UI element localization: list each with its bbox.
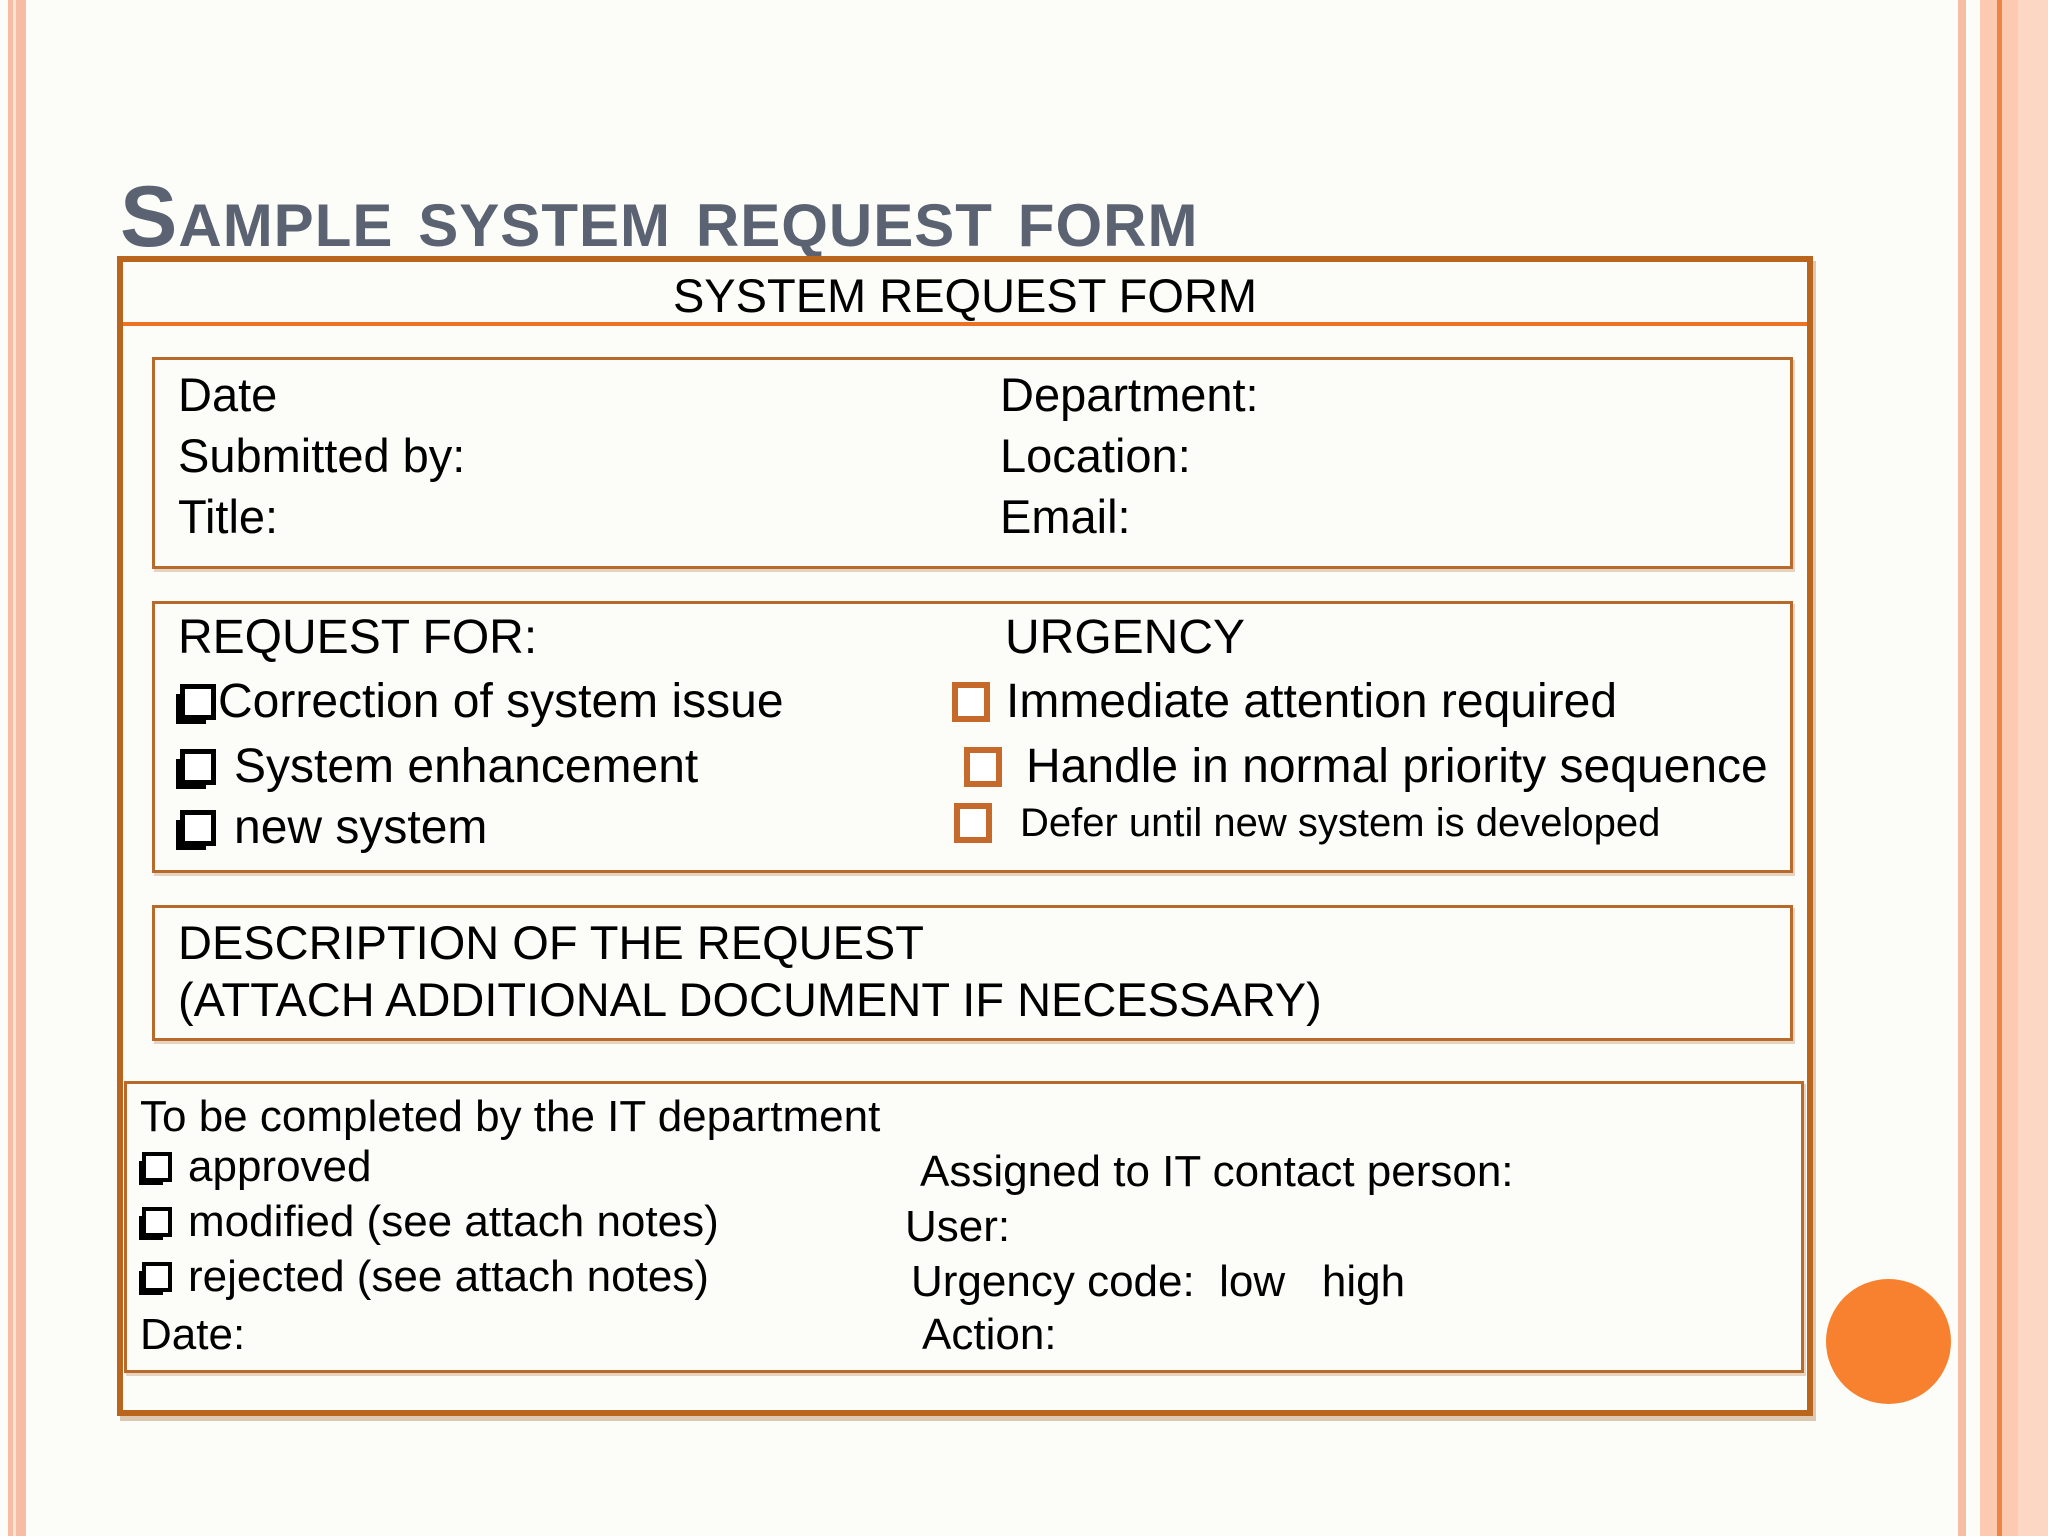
action-label: Action: xyxy=(922,1310,1057,1359)
checkbox-approved-icon[interactable] xyxy=(142,1152,172,1183)
right-accent-band-light xyxy=(2018,0,2048,1536)
it-option-label: modified (see attach notes) xyxy=(188,1197,719,1246)
title-field-label: Title: xyxy=(178,490,279,543)
description-section-box xyxy=(152,905,1793,1041)
user-label: User: xyxy=(905,1202,1011,1251)
checkbox-new-system-icon[interactable] xyxy=(180,809,216,846)
it-option-modified: modified (see attach notes) xyxy=(142,1197,719,1248)
location-label: Location: xyxy=(1000,429,1191,482)
form-outer-box xyxy=(117,256,1813,1416)
request-option-new-system: new system xyxy=(180,800,487,855)
request-option-label: new system xyxy=(234,801,488,854)
checkbox-normal-icon[interactable] xyxy=(964,746,1002,787)
urgency-option-defer: Defer until new system is developed xyxy=(954,800,1660,846)
assigned-to-label: Assigned to IT contact person: xyxy=(920,1147,1514,1196)
description-note: (ATTACH ADDITIONAL DOCUMENT IF NECESSARY… xyxy=(178,973,1322,1026)
checkbox-enhancement-icon[interactable] xyxy=(180,748,216,785)
it-date-label: Date: xyxy=(140,1310,246,1359)
checkbox-modified-icon[interactable] xyxy=(142,1207,172,1238)
description-title: DESCRIPTION OF THE REQUEST xyxy=(178,916,924,969)
checkbox-rejected-icon[interactable] xyxy=(142,1262,172,1293)
request-section-box xyxy=(152,601,1793,873)
checkbox-immediate-icon[interactable] xyxy=(952,681,990,722)
urgency-option-normal: Handle in normal priority sequence xyxy=(964,739,1768,794)
page-title: Sample system request form xyxy=(120,168,1199,265)
urgency-option-label: Defer until new system is developed xyxy=(1020,801,1661,845)
submitted-by-label: Submitted by: xyxy=(178,429,466,482)
request-option-enhancement: System enhancement xyxy=(180,739,698,794)
it-section-heading: To be completed by the IT department xyxy=(140,1092,881,1141)
urgency-option-label: Immediate attention required xyxy=(1006,675,1618,728)
urgency-option-label: Handle in normal priority sequence xyxy=(1026,740,1768,793)
checkbox-correction-icon[interactable] xyxy=(180,683,216,720)
request-option-label: Correction of system issue xyxy=(218,675,784,728)
email-label: Email: xyxy=(1000,490,1131,543)
it-option-rejected: rejected (see attach notes) xyxy=(142,1252,709,1303)
request-for-heading: REQUEST FOR: xyxy=(178,611,538,664)
circle-decoration xyxy=(1826,1279,1951,1404)
left-accent-stripe-gap xyxy=(13,0,16,1536)
right-accent-line xyxy=(1997,0,2002,1536)
urgency-heading: URGENCY xyxy=(1005,611,1246,664)
left-accent-stripe-outer xyxy=(8,0,13,1536)
checkbox-defer-icon[interactable] xyxy=(954,803,992,843)
request-option-correction: Correction of system issue xyxy=(180,674,784,729)
it-option-approved: approved xyxy=(142,1142,371,1193)
date-label: Date xyxy=(178,368,278,421)
contact-section-box xyxy=(152,357,1793,569)
it-option-label: approved xyxy=(188,1142,372,1191)
request-option-label: System enhancement xyxy=(234,740,699,793)
urgency-code-label: Urgency code: low high xyxy=(911,1257,1406,1306)
form-header-divider xyxy=(123,322,1807,326)
it-section-box xyxy=(124,1081,1804,1373)
right-accent-stripe-thin xyxy=(1958,0,1966,1536)
it-option-label: rejected (see attach notes) xyxy=(188,1252,709,1301)
left-accent-stripe-inner xyxy=(16,0,26,1536)
department-label: Department: xyxy=(1000,368,1259,421)
urgency-option-immediate: Immediate attention required xyxy=(952,674,1617,729)
form-header: SYSTEM REQUEST FORM xyxy=(672,269,1258,322)
